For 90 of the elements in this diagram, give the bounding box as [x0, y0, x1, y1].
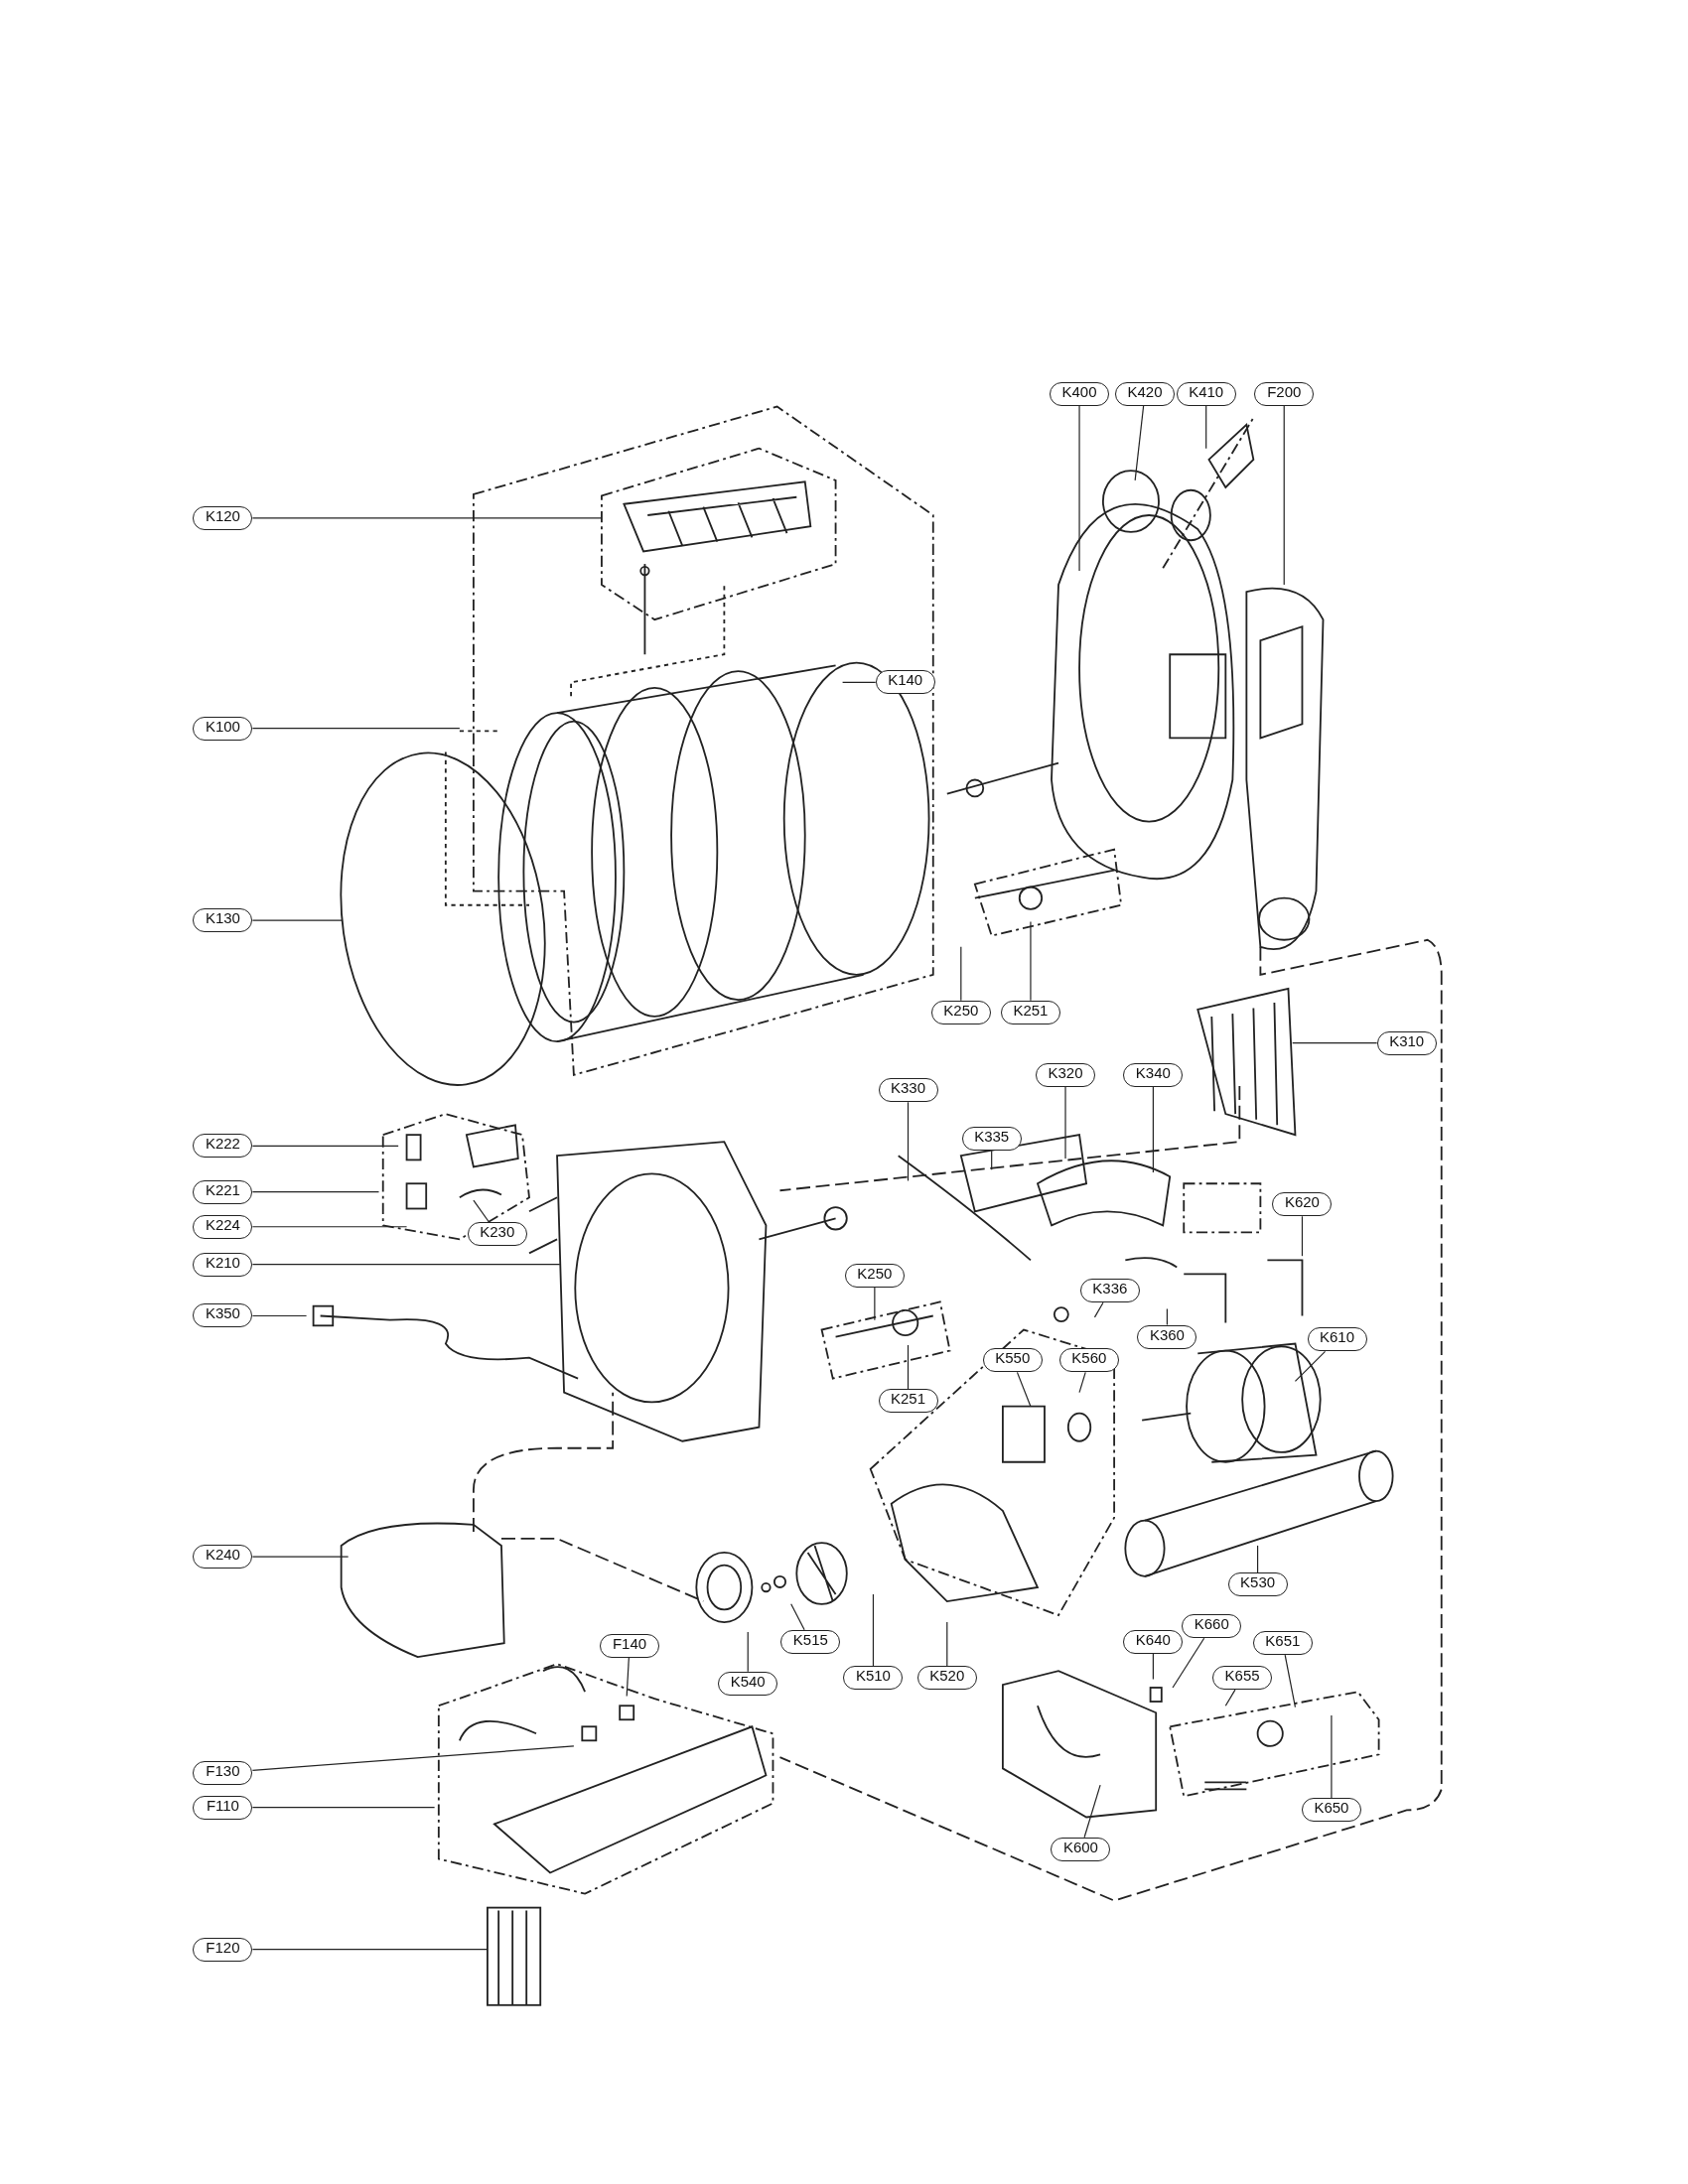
callout-number: K222 [193, 1134, 253, 1159]
leader-line [1093, 1301, 1104, 1318]
leader-line [907, 1344, 910, 1390]
callout-number: K660 [1182, 1614, 1242, 1639]
callout-number: K520 [916, 1666, 977, 1691]
leader-line [1064, 1086, 1066, 1160]
leader-line [747, 1631, 749, 1673]
leader-line [251, 1145, 399, 1147]
leader-line [907, 1101, 910, 1182]
leader-line [473, 1199, 490, 1223]
callout-number: K140 [875, 670, 935, 695]
callout-number: K210 [193, 1252, 253, 1277]
callout-number: K400 [1050, 381, 1110, 406]
callout-number: F140 [600, 1633, 659, 1658]
leader-line [1172, 1637, 1205, 1689]
leader-line [1283, 405, 1285, 586]
callout-number: K650 [1301, 1798, 1361, 1823]
leader-line [1152, 1086, 1154, 1173]
callout-number: K510 [843, 1666, 904, 1691]
callout-number: K560 [1058, 1348, 1119, 1373]
callout-number: K420 [1114, 381, 1175, 406]
callout-number: K610 [1307, 1327, 1367, 1352]
callout-number: K320 [1036, 1062, 1095, 1087]
callout-number: F110 [193, 1795, 253, 1820]
leader-line [251, 1191, 380, 1193]
callout-number: K330 [878, 1078, 938, 1103]
callout-number: K410 [1176, 381, 1236, 406]
callout-number: K120 [193, 505, 253, 530]
callout-number: K335 [961, 1127, 1022, 1152]
leader-line [251, 1807, 436, 1809]
leader-line [874, 1287, 876, 1321]
leader-line [251, 1264, 561, 1266]
callout-number: K251 [878, 1389, 938, 1414]
leader-line [1294, 1350, 1327, 1382]
callout-number: F130 [193, 1760, 253, 1785]
callout-number: K600 [1051, 1837, 1111, 1861]
leader-line [1030, 920, 1032, 1002]
leader-line [1078, 405, 1080, 572]
leader-line [251, 1745, 575, 1771]
leader-line [251, 1556, 350, 1558]
callout-number: K655 [1212, 1666, 1273, 1691]
leader-line [251, 919, 344, 921]
callout-number: K550 [982, 1348, 1043, 1373]
callout-number: K350 [193, 1303, 253, 1328]
callout-number: K340 [1123, 1062, 1184, 1087]
leader-line [1166, 1307, 1168, 1326]
leader-line [1205, 405, 1207, 450]
leader-line [1331, 1714, 1333, 1800]
callout-number: K540 [718, 1671, 778, 1696]
leader-line [1292, 1042, 1378, 1044]
leader-line [1083, 1784, 1101, 1839]
callout-number: F120 [193, 1937, 253, 1962]
leader-line [960, 946, 962, 1002]
callout-number: K251 [1000, 1000, 1060, 1024]
callout-number: K651 [1252, 1631, 1313, 1656]
callout-number: K530 [1227, 1572, 1288, 1597]
leader-line [946, 1621, 948, 1667]
callout-number: F200 [1254, 381, 1315, 406]
leader-line [1301, 1215, 1304, 1257]
leader-line [251, 517, 603, 519]
leader-line [626, 1657, 630, 1697]
callout-number: K620 [1272, 1192, 1333, 1217]
callout-number: K221 [193, 1179, 253, 1204]
leader-line [790, 1603, 805, 1631]
callout-number: K640 [1123, 1629, 1184, 1654]
leader-line [1284, 1654, 1297, 1708]
callout-number: K250 [930, 1000, 991, 1024]
leader-line [251, 1314, 308, 1317]
callout-number: K250 [844, 1263, 905, 1288]
callout-number: K310 [1376, 1030, 1437, 1055]
callout-number: K240 [193, 1545, 253, 1570]
leader-line [1224, 1689, 1236, 1706]
leader-line [1152, 1653, 1154, 1681]
leader-line [1257, 1545, 1259, 1573]
leader-line [872, 1593, 875, 1667]
leader-line [251, 728, 461, 730]
callout-number: K360 [1137, 1324, 1197, 1349]
leader-line [1016, 1371, 1032, 1408]
callout-number: K130 [193, 908, 253, 933]
callout-number: K224 [193, 1214, 253, 1239]
callout-number: K336 [1079, 1279, 1140, 1303]
leader-line [251, 1949, 489, 1951]
callout-number: K515 [780, 1629, 841, 1654]
leader-line [991, 1150, 993, 1170]
leader-line [251, 1226, 408, 1228]
callout-number: K100 [193, 716, 253, 741]
callout-number: K230 [467, 1221, 527, 1246]
leader-line [1078, 1371, 1086, 1394]
leader-line [1134, 405, 1145, 481]
leader-line [842, 681, 877, 683]
